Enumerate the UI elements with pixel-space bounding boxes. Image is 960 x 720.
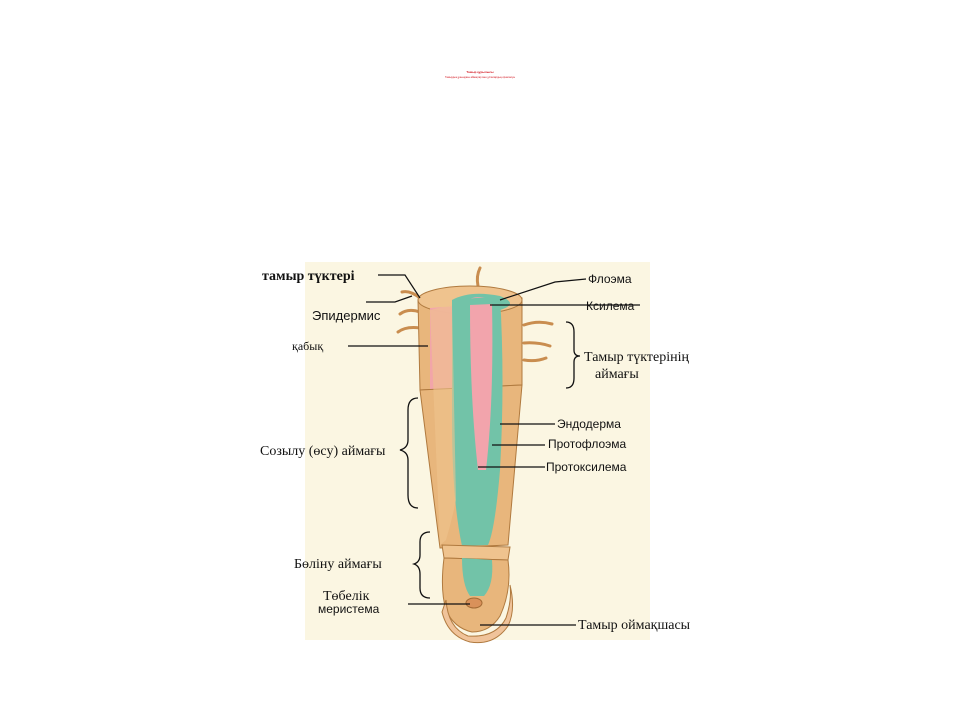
label-root-hair-zone-line2: аймағы [595, 367, 639, 382]
elongation-zone-brace [399, 397, 419, 509]
label-elongation-zone: Созылу (өсу) аймағы [260, 444, 386, 459]
label-root-hairs: тамыр түктері [262, 269, 355, 284]
leader-lines [348, 274, 640, 626]
label-apical-line2: меристема [318, 602, 380, 616]
label-phloem: Флоэма [588, 272, 632, 286]
xylem-strand [470, 304, 493, 470]
root-hair-zone-brace [565, 321, 581, 389]
label-root-cap: Тамыр оймақшасы [578, 618, 691, 633]
label-root-hair-zone-line1: Тамыр түктерінің [584, 350, 690, 365]
label-xylem: Ксилема [586, 299, 635, 313]
root-hairs-graphic [396, 266, 554, 363]
label-cortex: қабық [292, 339, 323, 353]
label-protophloem: Протофлоэма [548, 437, 627, 451]
label-epidermis: Эпидермис [312, 308, 381, 323]
division-zone-top [441, 544, 511, 561]
division-zone-brace [411, 531, 431, 599]
zone-braces [399, 321, 581, 599]
phloem-tip [462, 558, 493, 596]
cortex-face [430, 305, 456, 545]
label-division-zone: Бөліну аймағы [294, 557, 382, 572]
root-cap-graphic [441, 584, 514, 644]
slide-title: Тамыр құрылысы [466, 70, 494, 74]
slide-subtitle: Тамырдың ұшындағы аймақтар мен ұлпаларды… [444, 76, 516, 79]
label-endoderm: Эндодерма [557, 417, 621, 431]
apical-meristem-graphic [465, 597, 483, 609]
label-apical-line1: Төбелік [323, 589, 370, 604]
label-protoxylem: Протоксилема [546, 460, 627, 474]
